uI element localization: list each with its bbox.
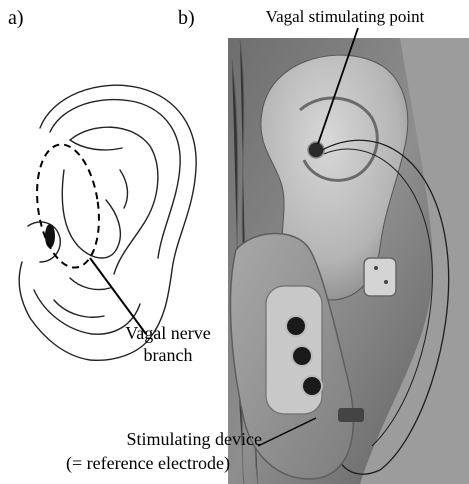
device-label-2: (= reference electrode) bbox=[0, 454, 230, 473]
device-label-1: Stimulating device bbox=[0, 430, 262, 449]
stimulating-point-label: Vagal stimulating point bbox=[230, 8, 460, 26]
stimulating-electrode bbox=[308, 142, 324, 158]
ear-clip bbox=[364, 258, 396, 296]
